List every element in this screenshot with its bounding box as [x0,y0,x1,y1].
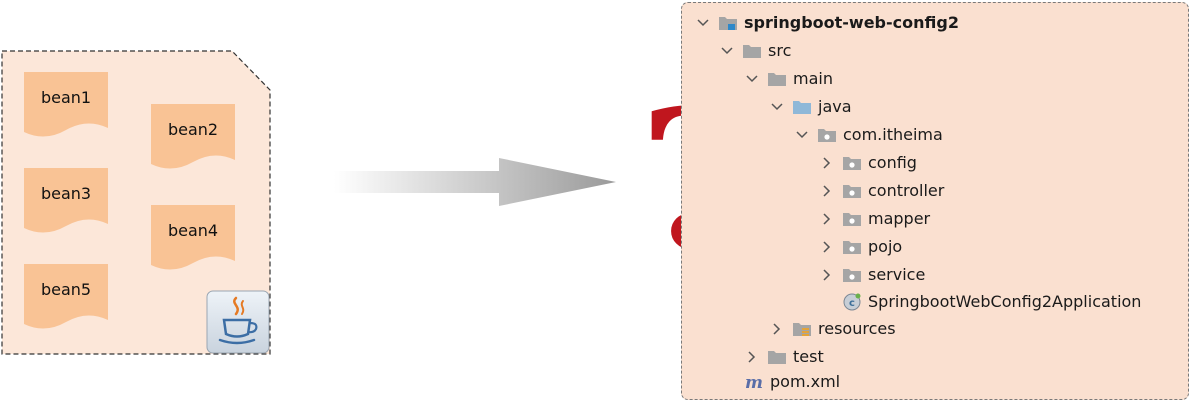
tree-node-root[interactable]: springboot-web-config2 [696,10,959,36]
chevron-down-icon[interactable] [770,100,784,114]
chevron-right-icon[interactable] [745,350,759,364]
bean-label: bean2 [167,120,219,139]
package-icon [842,238,862,256]
tree-node-app-class[interactable]: c SpringbootWebConfig2Application [842,289,1141,315]
chevron-down-icon[interactable] [720,44,734,58]
bean-note-shape [24,168,108,233]
chevron-right-icon[interactable] [820,240,834,254]
maven-icon: m [744,373,764,391]
folder-icon [742,42,762,60]
bean-note-shape [24,264,108,329]
bean-document: bean1 bean2 bean3 bean4 bean5 [0,48,272,356]
tree-label-mapper: mapper [868,209,931,228]
chevron-down-icon[interactable] [745,72,759,86]
tree-label-app-class: SpringbootWebConfig2Application [868,292,1142,311]
bean-label: bean1 [40,88,92,107]
tree-label-service: service [868,265,926,284]
module-folder-icon [718,14,738,32]
bean-note-shape [151,205,235,270]
tree-label-root: springboot-web-config2 [744,13,959,32]
chevron-right-icon[interactable] [820,184,834,198]
svg-text:c: c [849,298,855,309]
tree-node-controller[interactable]: controller [820,178,944,204]
bean-label: bean4 [167,221,219,240]
spring-boot-class-icon: c [842,293,862,311]
tree-node-package[interactable]: com.itheima [795,122,943,148]
folder-icon [767,70,787,88]
chevron-right-icon[interactable] [820,212,834,226]
package-icon [842,266,862,284]
tree-node-service[interactable]: service [820,262,925,288]
source-folder-icon [792,98,812,116]
bean-label: bean5 [40,280,92,299]
tree-label-test: test [793,347,824,366]
tree-node-pom[interactable]: m pom.xml [744,369,840,395]
tree-label-config: config [868,153,917,172]
gradient-arrow-icon [334,158,616,206]
tree-label-java: java [818,97,852,116]
package-icon [842,182,862,200]
bean-card-1: bean1 [24,72,108,140]
tree-label-resources: resources [818,319,896,338]
tree-label-pojo: pojo [868,237,903,256]
tree-node-mapper[interactable]: mapper [820,206,930,232]
tree-label-pom: pom.xml [770,372,841,391]
folder-icon [767,348,787,366]
package-icon [842,210,862,228]
tree-node-java[interactable]: java [770,94,852,120]
tree-node-test[interactable]: test [745,344,824,370]
chevron-right-icon[interactable] [820,268,834,282]
bean-note-shape [24,72,108,137]
chevron-right-icon[interactable] [770,322,784,336]
resources-folder-icon [792,320,812,338]
tree-node-pojo[interactable]: pojo [820,234,902,260]
tree-node-src[interactable]: src [720,38,791,64]
svg-text:m: m [745,373,763,391]
bean-card-5: bean5 [24,264,108,332]
chevron-down-icon[interactable] [795,128,809,142]
bean-label: bean3 [40,184,92,203]
tree-node-resources[interactable]: resources [770,316,896,342]
tree-node-main[interactable]: main [745,66,833,92]
chevron-down-icon[interactable] [696,16,710,30]
bean-note-shape [151,104,235,169]
tree-label-package: com.itheima [843,125,943,144]
chevron-right-icon[interactable] [820,156,834,170]
package-icon [817,126,837,144]
tree-label-main: main [793,69,833,88]
tree-label-src: src [768,41,792,60]
tree-label-controller: controller [868,181,945,200]
package-icon [842,154,862,172]
bean-card-4: bean4 [151,205,235,273]
bean-card-2: bean2 [151,104,235,172]
tree-node-config[interactable]: config [820,150,917,176]
project-tree-panel: springboot-web-config2 src main java com… [681,2,1189,400]
bean-card-3: bean3 [24,168,108,236]
java-cup-icon [206,290,270,354]
